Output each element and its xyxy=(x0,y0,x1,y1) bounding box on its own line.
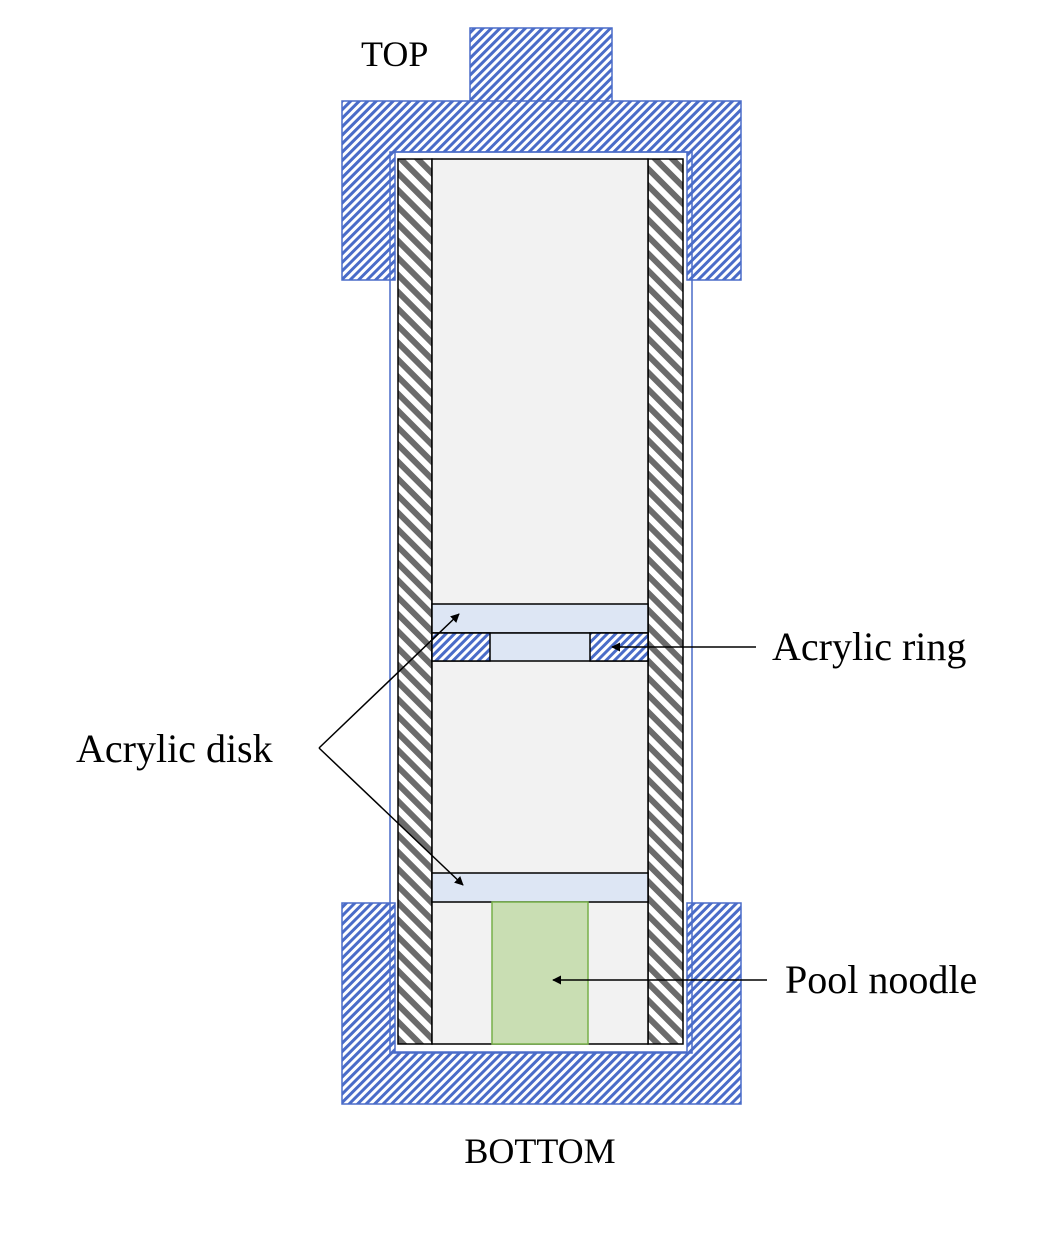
tube-wall-right xyxy=(647,158,684,1045)
label-pool-noodle: Pool noodle xyxy=(785,957,977,1002)
acrylic-disk-upper xyxy=(431,603,649,634)
tube-outer-outline xyxy=(389,151,693,1054)
label-bottom: BOTTOM xyxy=(464,1131,615,1171)
acrylic-disk-lower xyxy=(431,872,649,903)
tube-wall-left xyxy=(397,158,433,1045)
arrow-acrylic-disk-lower xyxy=(318,747,464,886)
top-knob xyxy=(469,27,613,103)
label-top: TOP xyxy=(361,34,428,74)
label-acrylic-ring: Acrylic ring xyxy=(772,624,966,669)
pool-noodle xyxy=(491,901,589,1045)
arrow-acrylic-disk-upper xyxy=(318,613,460,749)
label-acrylic-disk: Acrylic disk xyxy=(76,726,273,771)
acrylic-ring-left-segment xyxy=(431,632,491,662)
